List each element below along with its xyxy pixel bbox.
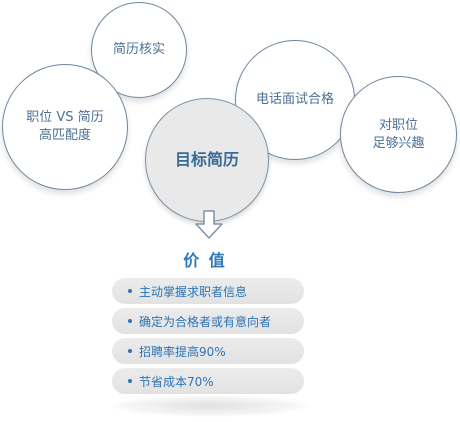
circle-position-match: 职位 VS 简历 高匹配度 bbox=[2, 64, 128, 190]
bullet-icon bbox=[128, 379, 132, 383]
bullet-icon bbox=[128, 319, 132, 323]
value-item: 节省成本70% bbox=[112, 368, 304, 394]
value-item: 确定为合格者或有意向者 bbox=[112, 308, 304, 334]
value-item: 招聘率提高90% bbox=[112, 338, 304, 364]
circle-phone-interview-label: 电话面试合格 bbox=[255, 92, 334, 107]
value-title: 价 值 bbox=[183, 251, 227, 270]
value-item-text: 主动掌握求职者信息 bbox=[139, 284, 248, 299]
value-list: 主动掌握求职者信息 确定为合格者或有意向者 招聘率提高90% 节省成本70% bbox=[112, 278, 304, 398]
bullet-icon bbox=[128, 349, 132, 353]
bullet-icon bbox=[128, 289, 132, 293]
circle-position-match-label: 职位 VS 简历 高匹配度 bbox=[26, 110, 104, 143]
floor-shadow bbox=[110, 395, 310, 417]
circle-position-interest: 对职位 足够兴趣 bbox=[340, 76, 457, 193]
value-item-text: 确定为合格者或有意向者 bbox=[139, 314, 272, 329]
arrow-down-icon bbox=[195, 210, 223, 239]
value-item-text: 节省成本70% bbox=[139, 374, 214, 389]
value-item-text: 招聘率提高90% bbox=[139, 344, 226, 359]
circle-resume-verification-label: 简历核实 bbox=[112, 42, 165, 57]
circle-target-resume-label: 目标简历 bbox=[174, 150, 239, 169]
value-item: 主动掌握求职者信息 bbox=[112, 278, 304, 304]
circle-position-interest-label: 对职位 足够兴趣 bbox=[372, 117, 425, 151]
circle-target-resume: 目标简历 bbox=[145, 98, 269, 222]
